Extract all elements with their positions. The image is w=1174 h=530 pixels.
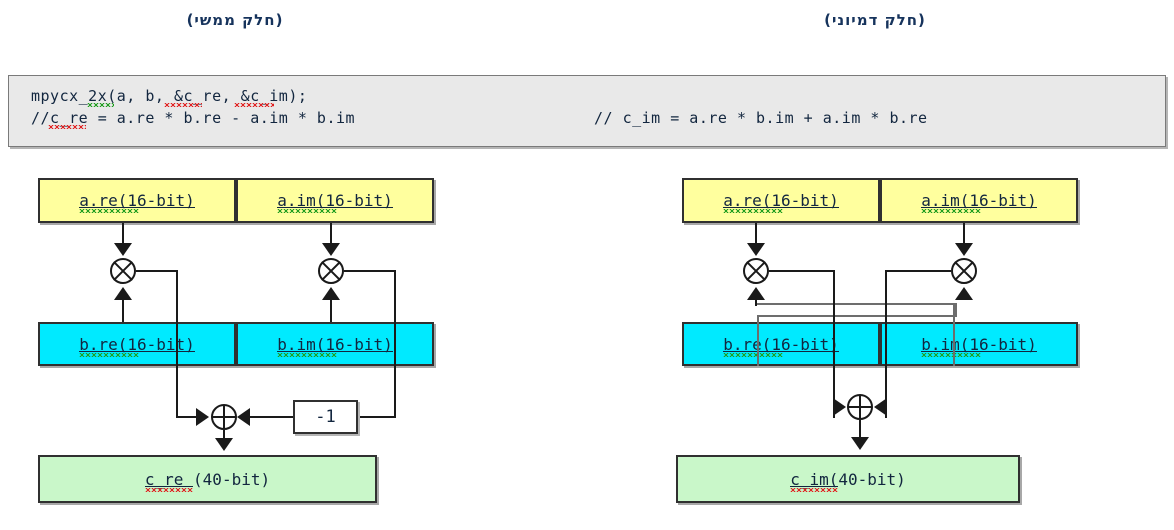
arrowhead-down-mul1-top-right (747, 243, 765, 256)
box-a-im-left: a.im(16-bit) (236, 178, 434, 223)
arrowhead-down-output-left (215, 438, 233, 451)
box-a-im-right: a.im(16-bit) (880, 178, 1078, 223)
plus-stroke-vertical (859, 396, 861, 418)
wire-adder-to-output-left (223, 430, 225, 440)
spellcheck-squiggle-red (48, 125, 86, 129)
box-b-im-right: b.im(16-bit) (880, 322, 1078, 366)
arrowhead-down-mul2-top (322, 243, 340, 256)
arrowhead-down-mul1-top (114, 243, 132, 256)
box-negate-left: -1 (293, 400, 358, 434)
wire-b-re-down (757, 315, 759, 366)
multiplier-1-right (743, 258, 769, 284)
arrowhead-up-mul1-bottom-right (747, 287, 765, 300)
label-b-re: b.re(16-bit) (79, 335, 195, 357)
spellcheck-squiggle-green (87, 103, 114, 107)
arrowhead-right-adder-left-right (833, 398, 846, 416)
arrowhead-right-adder-left (196, 408, 209, 426)
wire-neg1-to-adder (250, 416, 293, 418)
wire-mul1-lower-stem (755, 300, 757, 306)
label-b-im: b.im(16-bit) (277, 335, 393, 357)
code-block: mpycx_2x(a, b, &c_re, &c_im); //c_re = a… (8, 75, 1166, 147)
box-b-re-right: b.re(16-bit) (682, 322, 880, 366)
wire-a-re-to-mul1-right (755, 223, 757, 245)
label-a-im: a.im(16-bit) (277, 191, 393, 213)
multiplier-2-right (951, 258, 977, 284)
wire-adder-to-output-right (859, 420, 861, 438)
multiplier-2-left (318, 258, 344, 284)
wire-mul1-output-v (176, 270, 178, 418)
arrowhead-up-mul2-bottom-right (955, 287, 973, 300)
code-line-function-call: mpycx_2x(a, b, &c_re, &c_im); (31, 87, 308, 105)
wire-mul1-output-v-right (833, 270, 835, 418)
box-a-re-right: a.re(16-bit) (682, 178, 880, 223)
spellcheck-squiggle-red (234, 103, 274, 107)
wire-mul1-to-adder (176, 416, 198, 418)
code-line-comment-real: //c_re = a.re * b.re - a.im * b.im (31, 109, 356, 127)
arrowhead-down-output-right (851, 437, 869, 450)
wire-a-im-to-mul2-right (963, 223, 965, 245)
arrowhead-down-mul2-top-right (955, 243, 973, 256)
wire-b-re-to-mul1 (122, 300, 124, 322)
wire-mul1-output-h (136, 270, 178, 272)
label-b-re: b.re(16-bit) (723, 335, 839, 357)
box-c-im-output: c_im(40-bit) (676, 455, 1020, 503)
arrowhead-left-adder-right-right (874, 398, 887, 416)
box-a-re-left: a.re(16-bit) (38, 178, 236, 223)
label-a-re: a.re(16-bit) (79, 191, 195, 213)
label-c-re: c_re (40-bit) (144, 470, 270, 492)
wire-cross-b-im-to-mul1 (755, 303, 955, 305)
label-b-im: b.im(16-bit) (921, 335, 1037, 357)
arrowhead-up-mul2-bottom (322, 287, 340, 300)
label-a-re: a.re(16-bit) (723, 191, 839, 213)
adder-right (847, 394, 873, 420)
label-a-im: a.im(16-bit) (921, 191, 1037, 213)
wire-mul2-output-h-right (885, 270, 951, 272)
wire-b-im-down (953, 303, 955, 366)
label-negate: -1 (315, 407, 336, 427)
wire-cross-b-re-to-mul2 (757, 315, 957, 317)
title-imaginary-part: (חלק דמיוני) (824, 11, 926, 29)
wire-b-im-to-mul2 (330, 300, 332, 322)
wire-b-re-up-to-mul2 (955, 303, 957, 317)
box-b-im-left: b.im(16-bit) (236, 322, 434, 366)
plus-stroke-vertical (223, 406, 225, 428)
adder-left (211, 404, 237, 430)
wire-mul2-output-h (344, 270, 396, 272)
wire-a-im-to-mul2 (330, 223, 332, 245)
wire-neg1-input (358, 416, 396, 418)
arrowhead-up-mul1-bottom (114, 287, 132, 300)
spellcheck-squiggle-red (164, 103, 202, 107)
code-line-comment-imag: // c_im = a.re * b.im + a.im * b.re (594, 109, 928, 127)
title-real-part: (חלק ממשי) (186, 11, 284, 29)
wire-mul1-output-h-right (769, 270, 835, 272)
label-c-im: c_im(40-bit) (790, 470, 906, 492)
wire-a-re-to-mul1 (122, 223, 124, 245)
arrowhead-left-adder-right (237, 408, 250, 426)
wire-mul2-output-v-right (885, 270, 887, 418)
box-b-re-left: b.re(16-bit) (38, 322, 236, 366)
multiplier-1-left (110, 258, 136, 284)
box-c-re-output: c_re (40-bit) (38, 455, 377, 503)
wire-mul2-output-v (394, 270, 396, 418)
